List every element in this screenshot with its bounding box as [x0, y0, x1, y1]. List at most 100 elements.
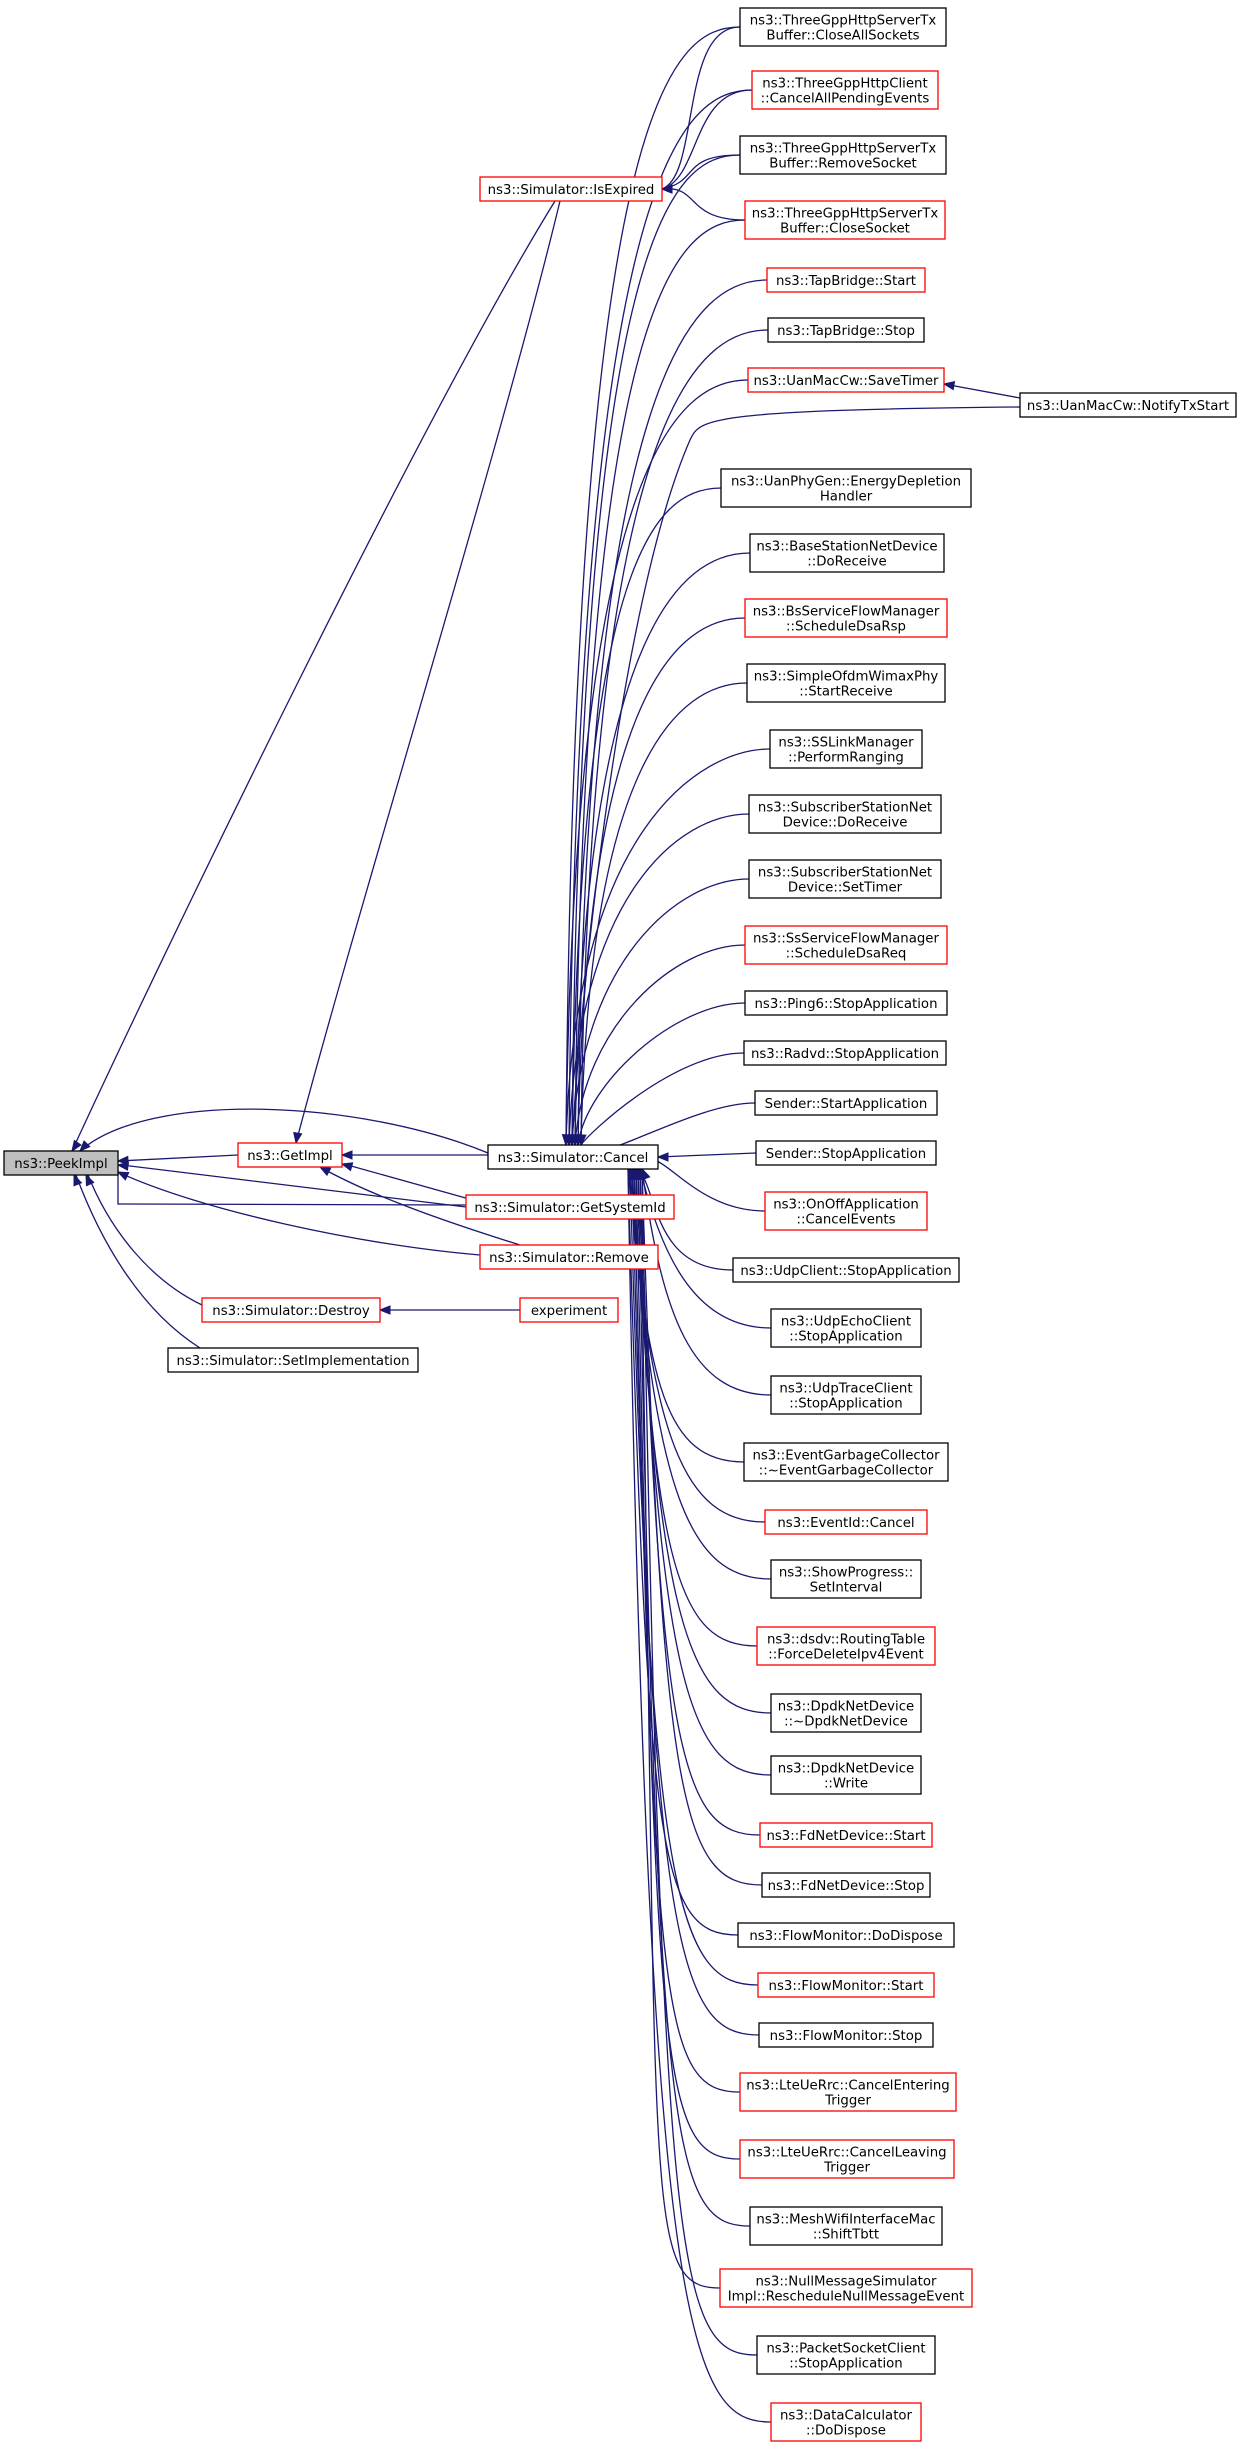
node-nullmsg[interactable]: ns3::NullMessageSimulatorImpl::Reschedul…: [719, 2268, 973, 2308]
node-experiment[interactable]: experiment: [519, 1297, 619, 1323]
node-remove[interactable]: ns3::Simulator::Remove: [479, 1244, 659, 1270]
edge-closeallsockets-isexpired: [661, 26, 741, 190]
node-label: ns3::dsdv::RoutingTable: [767, 1633, 925, 1648]
node-senderstop[interactable]: Sender::StopApplication: [755, 1140, 937, 1166]
edge-udpechostop-cancel: [639, 1168, 772, 1329]
node-label: ns3::ShowProgress::: [779, 1566, 913, 1581]
node-box: [737, 1922, 955, 1948]
node-dsdvforce[interactable]: ns3::dsdv::RoutingTable::ForceDeleteIpv4…: [756, 1626, 936, 1666]
edge-setimpl-peekimpl-arrowhead: [73, 1173, 83, 1187]
node-notifytxstart[interactable]: ns3::UanMacCw::NotifyTxStart: [1019, 392, 1237, 418]
node-cancel[interactable]: ns3::Simulator::Cancel: [487, 1144, 659, 1170]
node-label: ::CancelAllPendingEvents: [761, 92, 930, 107]
node-box: [770, 1375, 922, 1415]
node-label: ns3::FdNetDevice::Stop: [768, 1879, 925, 1894]
node-label: ns3::PacketSocketClient: [766, 2342, 925, 2357]
edge-getimpl-peekimpl: [117, 1154, 239, 1162]
node-isexpired[interactable]: ns3::Simulator::IsExpired: [479, 176, 663, 202]
node-label: ::ForceDeleteIpv4Event: [768, 1648, 923, 1663]
edge-fmstart-cancel: [629, 1168, 759, 1986]
node-tapstop[interactable]: ns3::TapBridge::Stop: [767, 317, 925, 343]
node-label: ns3::Simulator::SetImplementation: [176, 1354, 409, 1369]
node-egc[interactable]: ns3::EventGarbageCollector::~EventGarbag…: [743, 1442, 949, 1482]
node-label: experiment: [531, 1304, 607, 1319]
node-closeallsockets[interactable]: ns3::ThreeGppHttpServerTxBuffer::CloseAl…: [739, 7, 947, 47]
node-label: ns3::Simulator::Remove: [489, 1251, 649, 1266]
node-removesocket[interactable]: ns3::ThreeGppHttpServerTxBuffer::RemoveS…: [739, 135, 947, 175]
node-label: ns3::SSLinkManager: [778, 736, 914, 751]
node-label: ::DoReceive: [807, 555, 886, 570]
node-fdstop[interactable]: ns3::FdNetDevice::Stop: [761, 1872, 931, 1898]
edge-ping6stop-cancel: [577, 1002, 746, 1146]
node-ssdoreceive[interactable]: ns3::SubscriberStationNetDevice::DoRecei…: [748, 794, 942, 834]
node-box: [770, 1693, 922, 1733]
node-label: ns3::FlowMonitor::Start: [769, 1979, 924, 1994]
node-label: Buffer::RemoveSocket: [769, 157, 917, 172]
node-box: [743, 1040, 947, 1066]
node-label: Buffer::CloseAllSockets: [766, 29, 919, 44]
node-label: ns3::MeshWifiInterfaceMac: [756, 2213, 935, 2228]
edge-closesocket-cancel: [574, 219, 746, 1146]
node-showprogress[interactable]: ns3::ShowProgress::SetInterval: [770, 1559, 922, 1599]
node-label: ::StopApplication: [789, 1330, 903, 1345]
node-senderstart[interactable]: Sender::StartApplication: [754, 1090, 938, 1116]
node-box: [743, 1442, 949, 1482]
edge-nullmsg-cancel: [639, 1168, 721, 2289]
node-box: [748, 794, 942, 834]
edge-getimpl-peekimpl-arrowhead: [116, 1155, 129, 1166]
node-setimpl[interactable]: ns3::Simulator::SetImplementation: [167, 1347, 419, 1373]
node-label: ns3::UdpTraceClient: [779, 1382, 912, 1397]
node-scheduledsarsp[interactable]: ns3::BsServiceFlowManager::ScheduleDsaRs…: [744, 598, 948, 638]
node-settimer[interactable]: ns3::SubscriberStationNetDevice::SetTime…: [748, 859, 942, 899]
edge-isexpired-peekimpl-arrowhead: [71, 1139, 82, 1153]
node-bsdoreceive[interactable]: ns3::BaseStationNetDevice::DoReceive: [749, 533, 945, 573]
node-fmdodispose[interactable]: ns3::FlowMonitor::DoDispose: [737, 1922, 955, 1948]
node-label: ns3::SubscriberStationNet: [758, 866, 932, 881]
node-fmstart[interactable]: ns3::FlowMonitor::Start: [757, 1972, 935, 1998]
node-fdstart[interactable]: ns3::FdNetDevice::Start: [759, 1822, 933, 1848]
node-udptracestop[interactable]: ns3::UdpTraceClient::StopApplication: [770, 1375, 922, 1415]
node-savetimer[interactable]: ns3::UanMacCw::SaveTimer: [747, 367, 945, 393]
node-datacalc[interactable]: ns3::DataCalculator::DoDispose: [770, 2402, 922, 2442]
edge-radvdstop-cancel: [580, 1052, 745, 1146]
node-packetsocketstop[interactable]: ns3::PacketSocketClient::StopApplication: [756, 2335, 936, 2375]
node-udpclientstop[interactable]: ns3::UdpClient::StopApplication: [732, 1257, 960, 1283]
node-dpdkwrite[interactable]: ns3::DpdkNetDevice::Write: [770, 1755, 922, 1795]
node-label: ns3::DpdkNetDevice: [778, 1762, 914, 1777]
node-box: [479, 1244, 659, 1270]
node-destroy[interactable]: ns3::Simulator::Destroy: [201, 1297, 381, 1323]
node-eventidcancel[interactable]: ns3::EventId::Cancel: [764, 1509, 928, 1535]
node-cancelallpending[interactable]: ns3::ThreeGppHttpClient::CancelAllPendin…: [751, 70, 939, 110]
node-getsystemid[interactable]: ns3::Simulator::GetSystemId: [465, 1194, 675, 1220]
edge-destroy-peekimpl-arrowhead: [85, 1173, 95, 1187]
node-closesocket[interactable]: ns3::ThreeGppHttpServerTxBuffer::CloseSo…: [744, 200, 946, 240]
edge-fdstop-cancel: [641, 1168, 763, 1886]
node-box: [479, 176, 663, 202]
node-ping6stop[interactable]: ns3::Ping6::StopApplication: [744, 990, 948, 1016]
node-shifttbtt[interactable]: ns3::MeshWifiInterfaceMac::ShiftTbtt: [749, 2206, 943, 2246]
node-scheduledsareq[interactable]: ns3::SsServiceFlowManager::ScheduleDsaRe…: [744, 925, 948, 965]
edge-destroy-peekimpl: [87, 1174, 203, 1306]
node-startreceive[interactable]: ns3::SimpleOfdmWimaxPhy::StartReceive: [746, 663, 946, 703]
node-label: ns3::ThreeGppHttpServerTx: [750, 14, 937, 29]
node-label: ns3::OnOffApplication: [773, 1198, 919, 1213]
edge-performranging-cancel: [565, 748, 771, 1146]
node-peekimpl[interactable]: ns3::PeekImpl: [3, 1150, 119, 1176]
node-tapstart[interactable]: ns3::TapBridge::Start: [766, 267, 926, 293]
node-dpdkdtor[interactable]: ns3::DpdkNetDevice::~DpdkNetDevice: [770, 1693, 922, 1733]
node-udpechostop[interactable]: ns3::UdpEchoClient::StopApplication: [770, 1308, 922, 1348]
node-radvdstop[interactable]: ns3::Radvd::StopApplication: [743, 1040, 947, 1066]
node-onoffcancel[interactable]: ns3::OnOffApplication::CancelEvents: [764, 1191, 928, 1231]
node-box: [751, 70, 939, 110]
node-performranging[interactable]: ns3::SSLinkManager::PerformRanging: [769, 729, 923, 769]
node-getimpl[interactable]: ns3::GetImpl: [237, 1142, 343, 1168]
node-fmstop[interactable]: ns3::FlowMonitor::Stop: [758, 2022, 934, 2048]
node-label: ns3::FlowMonitor::DoDispose: [749, 1929, 942, 1944]
edge-ssdoreceive-cancel: [568, 813, 750, 1146]
edge-getsystemid-peekimpl: [117, 1170, 467, 1206]
edge-notifytxstart-savetimer: [943, 383, 1021, 399]
node-label: ::ShiftTbtt: [813, 2228, 879, 2243]
